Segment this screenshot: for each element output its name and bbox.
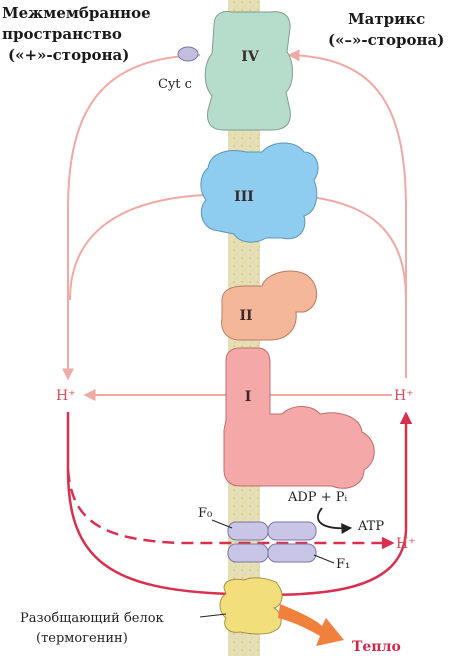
h-plus-matrix-lower: H⁺ (396, 536, 416, 552)
atp-synthase-f1-right (267, 543, 317, 563)
complex-iv-proton-arc (287, 49, 407, 378)
heat-arrow (278, 604, 344, 646)
atp-synthase-dashed-path (66, 469, 395, 550)
heat-label: Тепло (352, 639, 401, 655)
atp-synthase-f1-left (227, 543, 269, 563)
complex-i-label: I (245, 389, 252, 405)
complex-iv (204, 11, 293, 131)
complex-iv-label: IV (241, 49, 260, 65)
matrix-header: Матрикс («–»-сторона) (328, 10, 444, 49)
thermogenin (219, 577, 283, 635)
intermembrane-space-header: Межмембранное пространство («+»-сторона) (2, 4, 156, 64)
complex-iii-label: III (234, 189, 254, 205)
complex-iv-proton-arc-out (62, 54, 201, 381)
matrix-header-line-2: («–»-сторона) (328, 31, 444, 49)
atp-label: ATP (357, 519, 384, 534)
matrix-header-line-1: Матрикс (348, 10, 425, 28)
h-plus-matrix-upper: H⁺ (394, 388, 414, 404)
cytochrome-c (177, 46, 199, 62)
thermogenin-leader (199, 613, 227, 618)
complex-i (223, 347, 375, 489)
f1-label: F₁ (336, 557, 350, 572)
f1-leader (313, 554, 335, 564)
complex-iii-proton-arc-out (69, 194, 206, 301)
complex-ii-label: II (239, 308, 252, 324)
intermembrane-header-line-1: Межмембранное (2, 4, 151, 22)
uncoupling-protein-line-2: (термогенин) (36, 631, 128, 646)
uncoupling-protein-line-1: Разобщающий белок (20, 611, 164, 626)
adp-pi-label: ADP + Pᵢ (287, 490, 347, 505)
complex-ii (221, 270, 318, 341)
h-plus-intermembrane: H⁺ (56, 388, 76, 404)
cytochrome-c-label: Cyt c (158, 77, 192, 92)
complex-iii-proton-arc (287, 189, 407, 301)
intermembrane-header-line-3: («+»-сторона) (8, 46, 129, 64)
atp-synthase (227, 521, 317, 563)
atp-synthesis-arrow (317, 507, 353, 534)
atp-synthase-f0-right (267, 521, 317, 541)
uncoupling-protein-label: Разобщающий белок (термогенин) (20, 611, 168, 646)
intermembrane-header-line-2: пространство (2, 25, 122, 43)
f0-label: F₀ (198, 506, 212, 521)
proton-pump-arrows (62, 49, 407, 401)
atp-synthase-f0-left (227, 521, 269, 541)
f0-leader (211, 519, 233, 529)
complex-iii (200, 142, 319, 243)
